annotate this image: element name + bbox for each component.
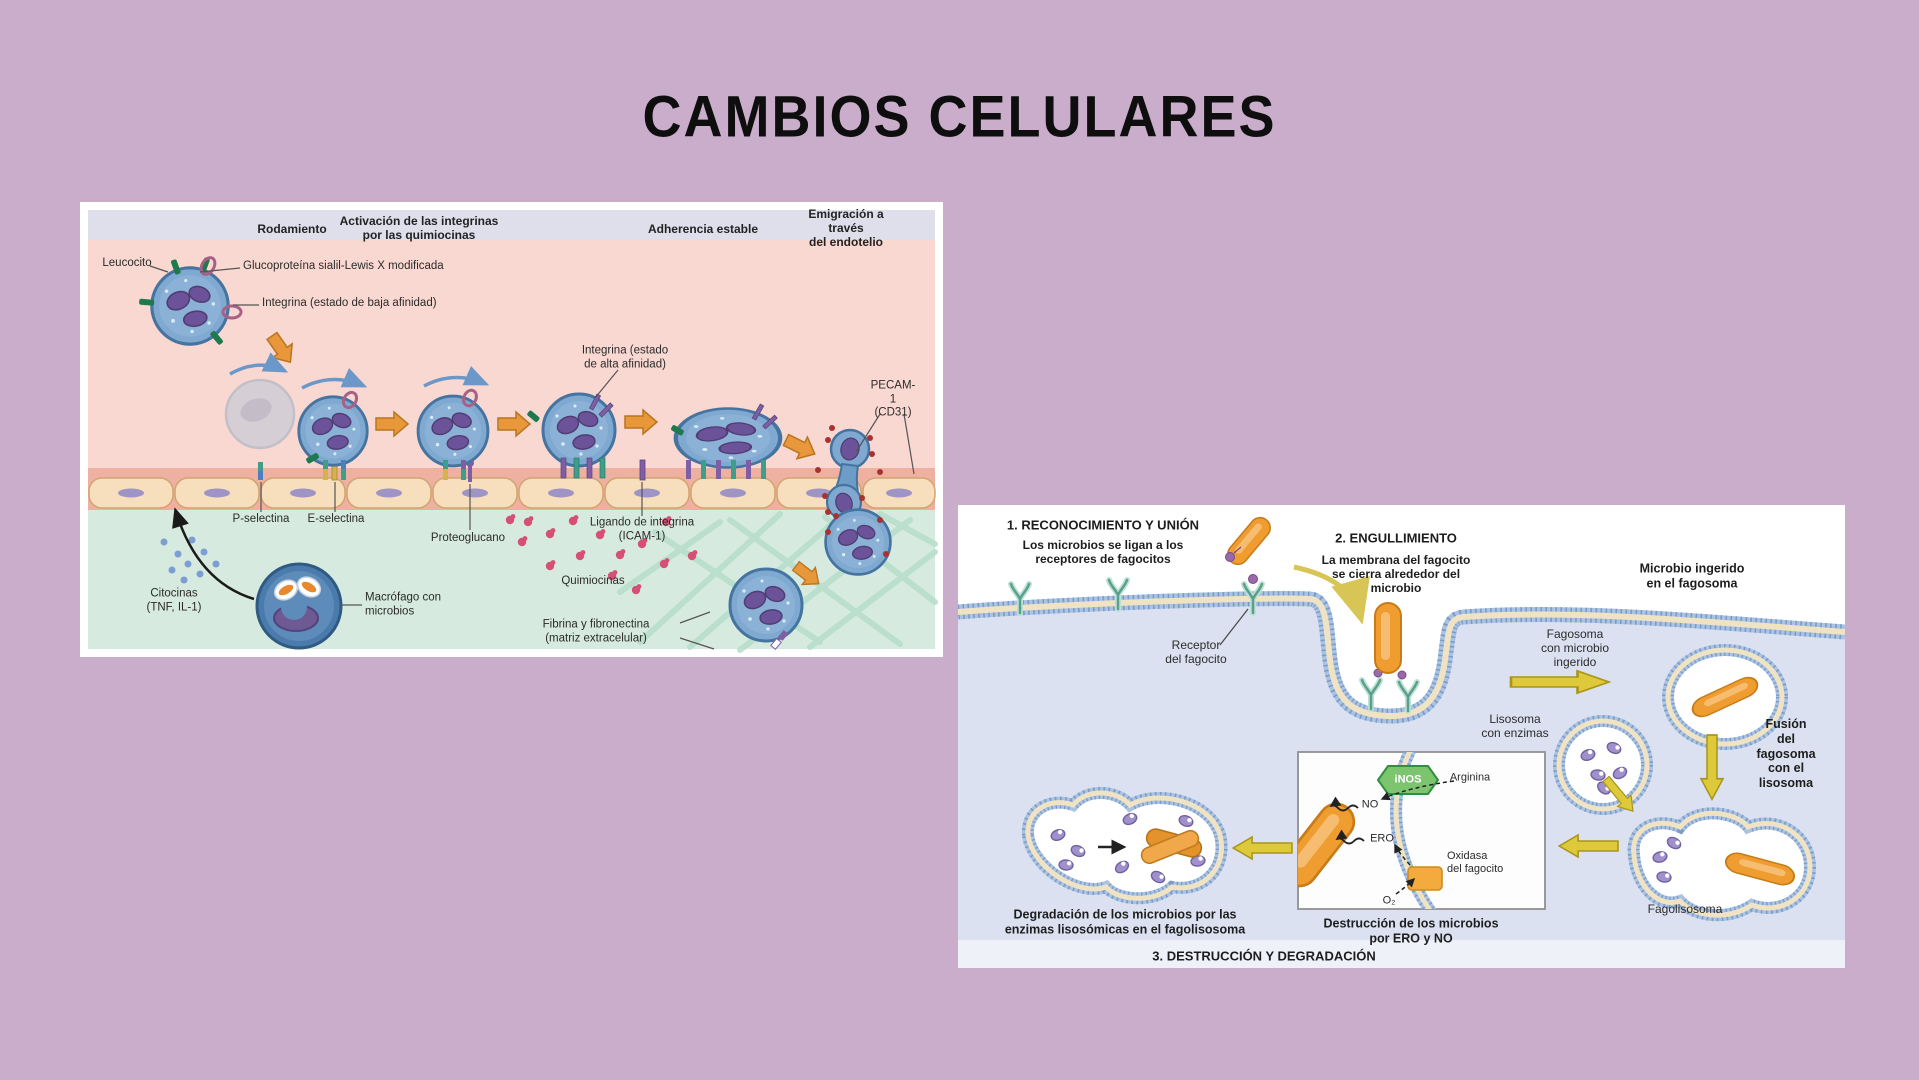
migrated-leukocytes — [728, 508, 892, 650]
label-fusion: Fusión del fagosoma con el lisosoma — [1756, 717, 1816, 791]
label-fagosoma: Fagosoma con microbio ingerido — [1540, 626, 1610, 670]
receptor-pointer — [1219, 608, 1249, 646]
cytokine-arrow — [172, 507, 255, 601]
step2-desc: La membrana del fagocito se cierra alred… — [1321, 552, 1471, 596]
label-e-selectina: E-selectina — [307, 513, 365, 526]
phagocyte-receptors — [1011, 574, 1417, 712]
engulfment-arrow — [1293, 564, 1370, 625]
rolling-leukocytes — [297, 388, 780, 480]
phase-emigracion: Emigración a través del endotelio — [808, 206, 884, 250]
label-macrofago: Macrófago con microbios — [365, 591, 442, 617]
phagocytosis-artwork — [958, 505, 1845, 968]
phase-adherencia: Adherencia estable — [647, 221, 759, 236]
degradacion-caption: Degradación de los microbios por las enz… — [1004, 907, 1246, 936]
destruccion-caption: Destrucción de los microbios por ERO y N… — [1323, 916, 1499, 945]
oxidase-icon — [1407, 866, 1443, 891]
rolling-arrows — [229, 352, 490, 390]
page-title: CAMBIOS CELULARES — [642, 84, 1277, 150]
cytokine-dots — [160, 536, 220, 584]
phase-header-band — [88, 210, 935, 240]
label-proteoglucano: Proteoglucano — [430, 532, 506, 545]
label-oxidasa: Oxidasa del fagocito — [1447, 850, 1504, 875]
label-integrina-alta: Integrina (estado de alta afinidad) — [581, 344, 669, 370]
leukocyte-ghost — [224, 378, 296, 450]
label-no: NO — [1361, 798, 1379, 811]
step2-title: 2. ENGULLIMIENTO — [1335, 530, 1457, 546]
label-integrina-baja: Integrina (estado de baja afinidad) — [262, 297, 437, 310]
phagosome-vesicle — [1662, 644, 1788, 750]
label-microbio-ingerido: Microbio ingerido en el fagosoma — [1639, 561, 1745, 590]
label-arginina: Arginina — [1449, 771, 1491, 784]
step1-title: 1. RECONOCIMIENTO Y UNIÓN — [1006, 517, 1200, 533]
destruction-box — [1297, 751, 1546, 910]
macrophage-icon — [255, 562, 343, 650]
label-fagolisosoma: Fagolisosoma — [1647, 901, 1723, 916]
label-fibrina: Fibrina y fibronectina (matriz extracelu… — [542, 618, 650, 644]
degradation-vesicle — [1021, 786, 1228, 905]
microbe-icon — [1222, 512, 1276, 570]
label-quimiocinas: Quimiocinas — [561, 575, 625, 588]
phase-rodamiento: Rodamiento — [257, 221, 327, 236]
blood-vessel-zone — [88, 240, 935, 468]
lysosome-vesicle — [1553, 715, 1653, 815]
label-receptor-fagocito: Receptor del fagocito — [1165, 637, 1227, 666]
endothelium-cells — [88, 477, 936, 509]
leukocyte-adhesion-diagram: Rodamiento Activación de las integrinas … — [80, 202, 943, 657]
label-o2: O₂ — [1382, 894, 1396, 907]
leukocyte-cell-icon — [139, 256, 243, 346]
pointer-lines — [149, 265, 915, 650]
phagolysosome-vesicle — [1627, 807, 1817, 922]
label-lisosoma: Lisosoma con enzimas — [1481, 711, 1549, 740]
step3-title: 3. DESTRUCCIÓN Y DEGRADACIÓN — [1152, 948, 1376, 964]
adhesion-artwork — [80, 202, 943, 657]
engulfed-microbe — [1374, 602, 1402, 674]
label-citocinas: Citocinas (TNF, IL-1) — [146, 587, 202, 613]
plasma-membrane — [958, 591, 1845, 724]
step1-desc: Los microbios se ligan a los receptores … — [1022, 537, 1184, 566]
label-inos: iNOS — [1394, 773, 1422, 786]
label-leucocito: Leucocito — [102, 257, 152, 270]
label-pecam: PECAM-1 (CD31) — [870, 379, 916, 419]
transmigrating-leukocyte — [815, 425, 883, 521]
label-p-selectina: P-selectina — [232, 513, 290, 526]
label-ero: ERO — [1370, 832, 1394, 845]
label-glucoproteina: Glucoproteína sialil-Lewis X modificada — [243, 260, 444, 273]
label-ligando-icam: Ligando de integrina (ICAM-1) — [589, 516, 695, 542]
phase-activacion: Activación de las integrinas por las qui… — [339, 213, 499, 242]
phagocytosis-diagram: 1. RECONOCIMIENTO Y UNIÓN Los microbios … — [958, 505, 1845, 968]
